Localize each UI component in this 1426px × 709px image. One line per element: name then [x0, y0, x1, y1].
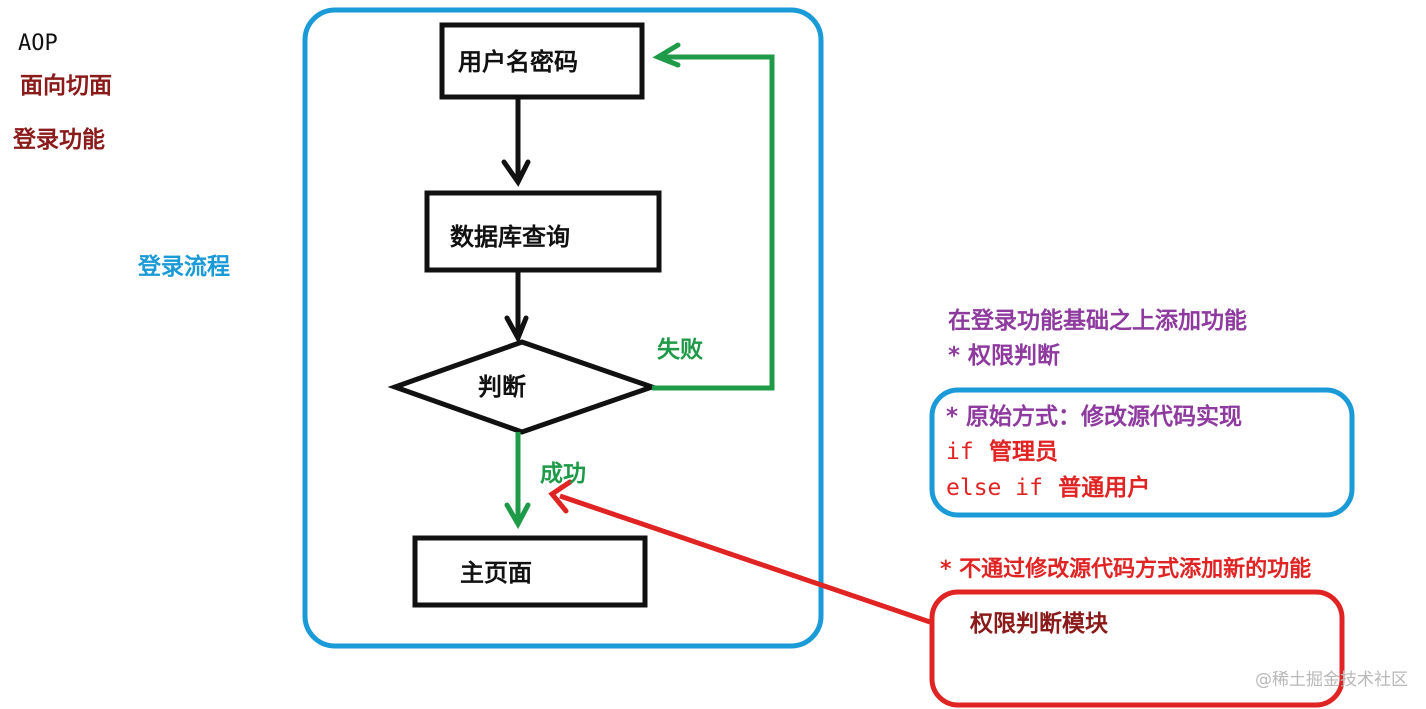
main-page-text: 主页面 — [460, 559, 532, 587]
arrow-db-to-judge — [504, 270, 529, 344]
arrow-success — [504, 432, 531, 530]
arrow-username-to-db — [501, 97, 531, 187]
normal-user-text: 普通用户 — [1058, 475, 1151, 501]
db-query-text: 数据库查询 — [450, 223, 570, 251]
username-password-text: 用户名密码 — [458, 48, 578, 76]
if-admin-line: if 管理员 — [946, 441, 1058, 464]
permission-module-box — [929, 589, 1345, 708]
permission-bullet: * 权限判断 — [948, 343, 1061, 369]
arrow-fail-loop — [652, 42, 775, 391]
aop-label: AOP — [18, 31, 58, 56]
login-flow-label: 登录流程 — [138, 254, 230, 280]
success-label: 成功 — [540, 461, 586, 487]
username-password-node — [439, 22, 645, 100]
no-modify-bullet: * 不通过修改源代码方式添加新的功能 — [940, 557, 1312, 582]
add-feature-title: 在登录功能基础之上添加功能 — [948, 308, 1247, 334]
login-feature-label: 登录功能 — [13, 127, 105, 153]
admin-text: 管理员 — [989, 439, 1059, 465]
original-approach-box — [929, 387, 1355, 518]
if-keyword: if — [946, 439, 974, 465]
permission-module-text: 权限判断模块 — [970, 611, 1108, 637]
original-approach-line: * 原始方式：修改源代码实现 — [946, 404, 1243, 430]
fail-label: 失败 — [657, 337, 703, 363]
db-query-node — [424, 190, 662, 273]
else-if-user-line: else if 普通用户 — [946, 477, 1150, 500]
else-if-keyword: else if — [946, 475, 1043, 501]
judge-text: 判断 — [478, 373, 526, 401]
arrow-module-to-success — [548, 479, 931, 625]
main-page-node — [412, 535, 648, 608]
aspect-oriented-label: 面向切面 — [20, 73, 112, 99]
watermark: @稀土掘金技术社区 — [1255, 670, 1408, 690]
login-flow-frame — [302, 7, 824, 649]
